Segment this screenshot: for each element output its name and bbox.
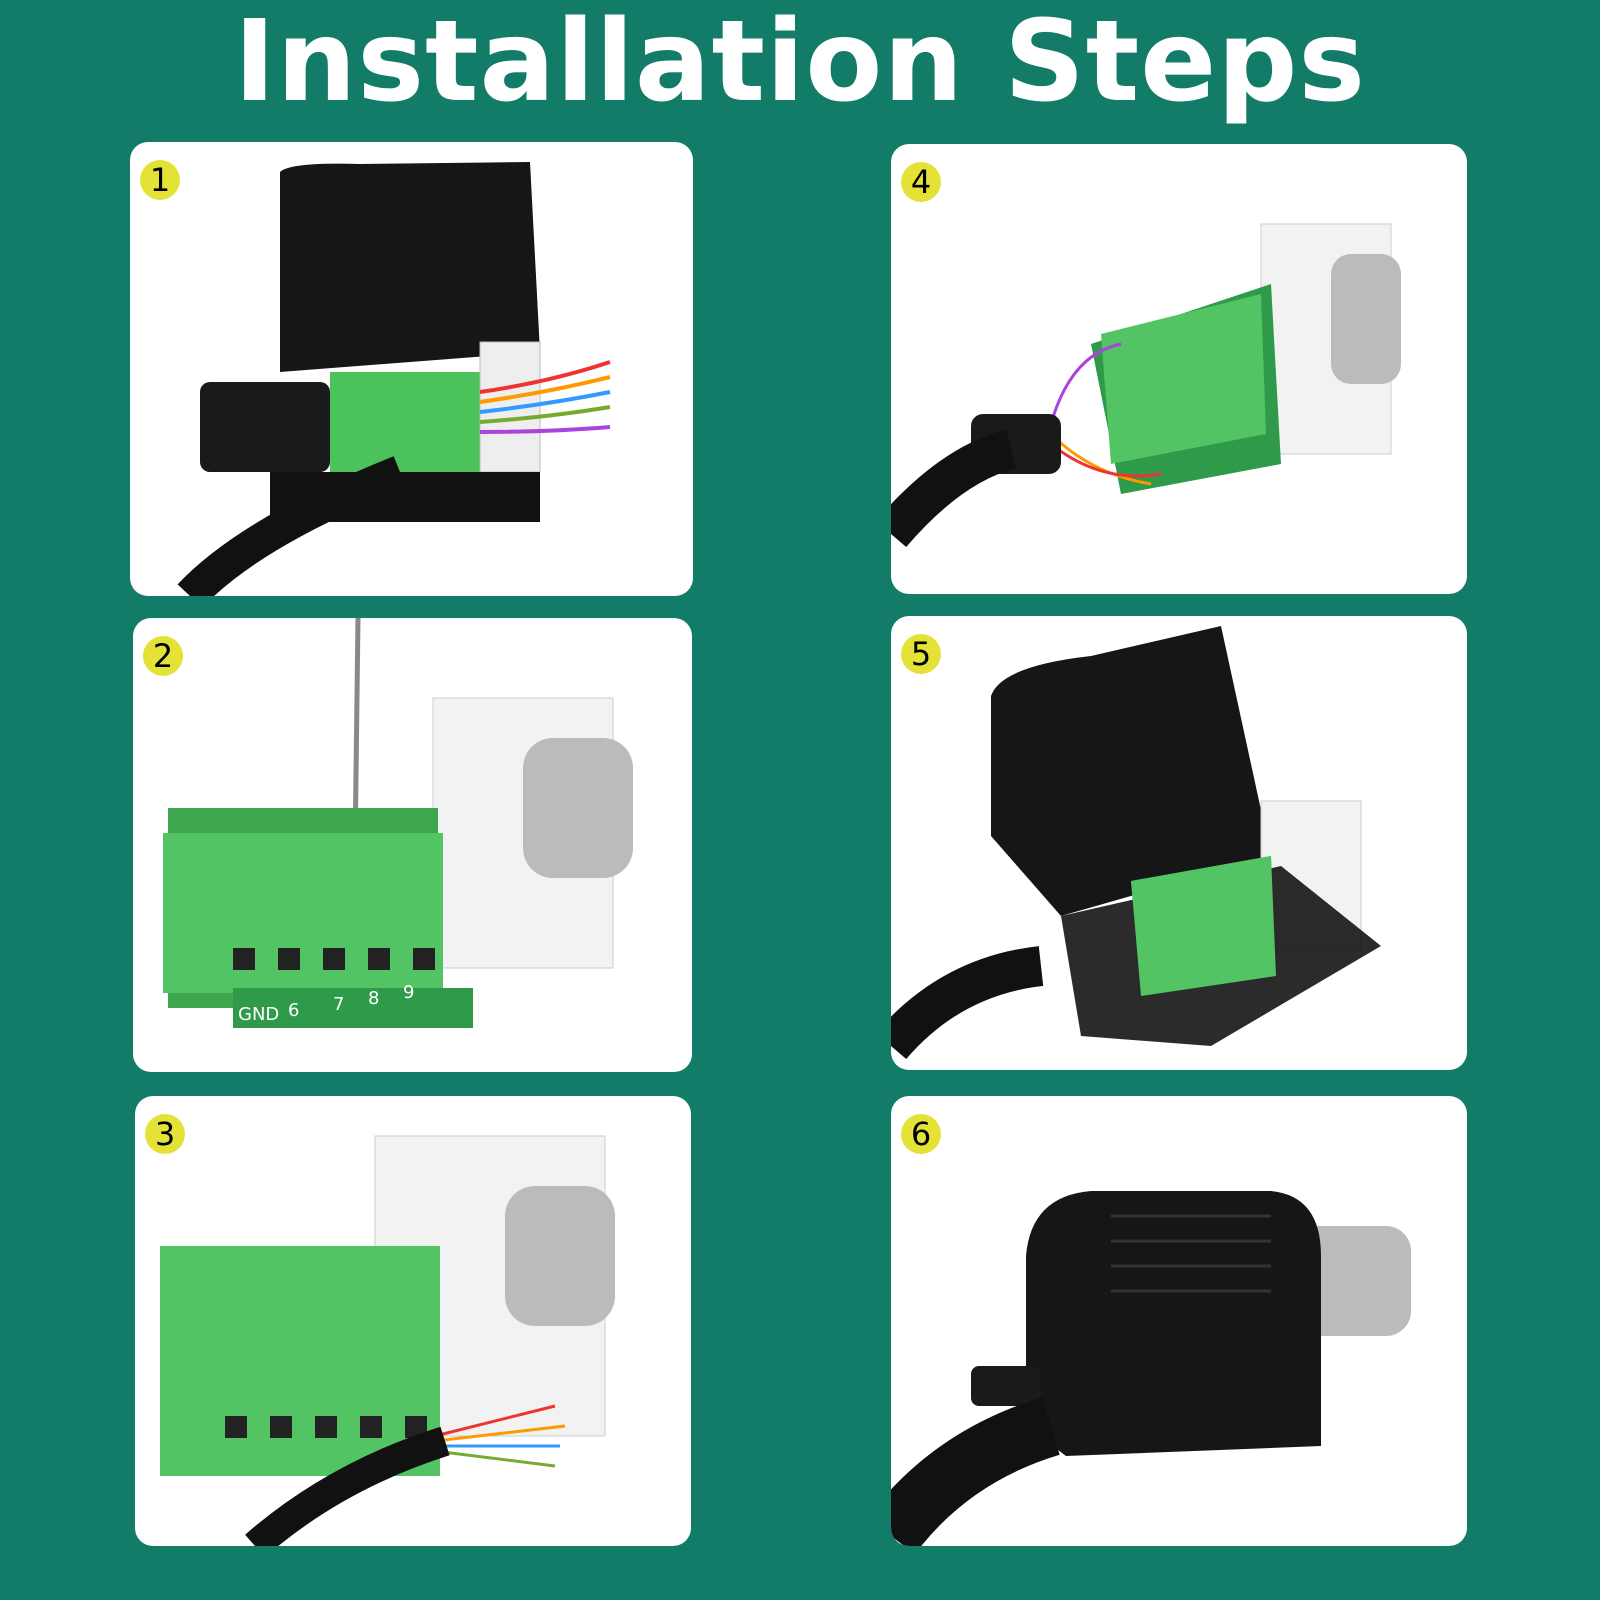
step-4-image (891, 223, 1401, 548)
step-number-badge: 3 (145, 1114, 185, 1154)
step-6-image (891, 1191, 1411, 1546)
step-1-image (177, 162, 611, 596)
pcb-label: 6 (288, 1000, 299, 1021)
pcb-label: 7 (333, 994, 344, 1015)
step-number-badge: 4 (901, 162, 941, 202)
step-5-panel: 5 (891, 616, 1467, 1070)
step-1-panel: 1 (130, 142, 693, 596)
pcb-label: 8 (368, 988, 379, 1009)
step-2-panel: 2 GND 6 7 8 9 (133, 618, 692, 1072)
step-number-badge: 1 (140, 160, 180, 200)
page-title: Installation Steps (233, 0, 1367, 127)
pcb-label: GND (238, 1004, 279, 1025)
step-3-panel: 3 (135, 1096, 691, 1546)
step-4-panel: 4 (891, 144, 1467, 594)
step-6-panel: 6 (891, 1096, 1467, 1546)
step-2-image: GND 6 7 8 9 (163, 618, 633, 1028)
pcb-label: 9 (403, 982, 414, 1003)
step-5-image (891, 626, 1381, 1060)
step-number-badge: 6 (901, 1114, 941, 1154)
step-3-image (160, 1135, 615, 1546)
step-number-badge: 2 (143, 636, 183, 676)
step-number-badge: 5 (901, 634, 941, 674)
